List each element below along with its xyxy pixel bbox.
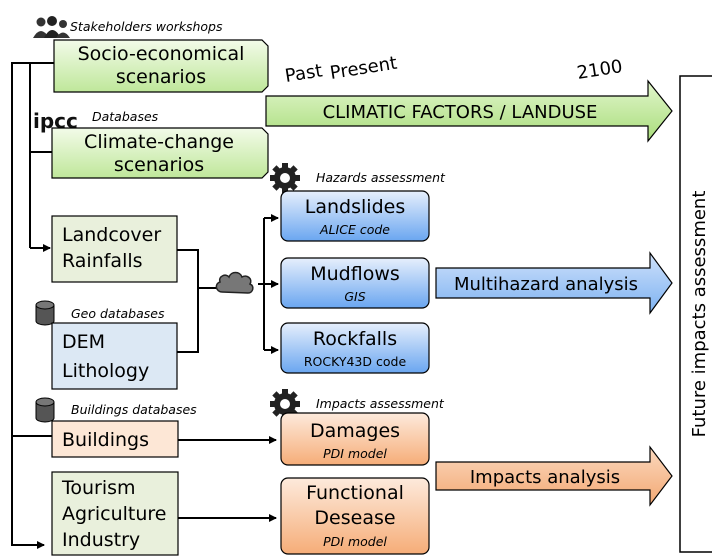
future-impacts-box: Future impacts assessment	[679, 75, 712, 553]
functional-box: Functional Desease PDI model	[280, 477, 430, 555]
damages-title: Damages	[310, 420, 400, 442]
database-icon	[35, 300, 55, 326]
damages-box: Damages PDI model	[280, 412, 430, 466]
buildings-box: Buildings	[51, 420, 179, 458]
multihazard-label: Multihazard analysis	[454, 274, 638, 295]
future-impacts-label: Future impacts assessment	[689, 191, 710, 438]
timeline-past: Past	[283, 60, 323, 87]
climate-line-2: scenarios	[114, 154, 204, 176]
caption-stakeholders: Stakeholders workshops	[70, 19, 223, 34]
mudflows-sub: GIS	[344, 289, 365, 304]
landslides-title: Landslides	[305, 196, 405, 218]
database-icon	[35, 397, 55, 423]
rockfalls-sub: ROCKY43D code	[304, 354, 407, 369]
landcover-box: Landcover Rainfalls	[51, 215, 178, 283]
tourism-line-3: Industry	[62, 529, 140, 551]
climatic-factors-arrow: CLIMATIC FACTORS / LANDUSE	[265, 79, 673, 143]
tourism-line-2: Agriculture	[62, 503, 167, 525]
caption-databases: Databases	[92, 109, 159, 124]
tourism-line-1: Tourism	[61, 477, 136, 499]
tourism-box: Tourism Agriculture Industry	[51, 471, 179, 556]
landcover-line-2: Rainfalls	[62, 250, 143, 272]
functional-sub: PDI model	[323, 534, 387, 549]
caption-hazards: Hazards assessment	[316, 170, 446, 185]
climate-line-1: Climate-change	[84, 131, 234, 153]
timeline-year: 2100	[575, 56, 624, 84]
cloud-icon	[215, 271, 254, 294]
caption-buildings-databases: Buildings databases	[71, 402, 197, 417]
multihazard-arrow: Multihazard analysis	[435, 251, 673, 315]
rockfalls-box: Rockfalls ROCKY43D code	[280, 322, 430, 374]
impacts-analysis-label: Impacts analysis	[470, 467, 620, 488]
landcover-line-1: Landcover	[62, 224, 161, 246]
timeline-present: Present	[328, 53, 398, 84]
dem-box: DEM Lithology	[51, 322, 178, 390]
dem-line-2: Lithology	[62, 360, 149, 382]
caption-impacts: Impacts assessment	[316, 396, 445, 411]
landslides-sub: ALICE code	[319, 222, 390, 237]
dem-line-1: DEM	[62, 331, 105, 353]
mudflows-box: Mudflows GIS	[280, 257, 430, 309]
landslides-box: Landslides ALICE code	[280, 190, 430, 242]
impacts-analysis-arrow: Impacts analysis	[435, 445, 673, 507]
climate-change-box: Climate-change scenarios	[51, 127, 269, 179]
functional-line-1: Functional	[306, 482, 404, 504]
socio-line-1: Socio-economical	[78, 43, 245, 65]
socio-line-2: scenarios	[116, 66, 206, 88]
people-icon	[33, 16, 70, 38]
climatic-factors-label: CLIMATIC FACTORS / LANDUSE	[323, 102, 598, 123]
connector-lines	[11, 62, 279, 549]
mudflows-title: Mudflows	[310, 263, 400, 285]
damages-sub: PDI model	[323, 446, 387, 461]
caption-geo-databases: Geo databases	[71, 306, 165, 321]
buildings-label: Buildings	[62, 429, 149, 451]
gear-icon	[270, 163, 300, 193]
functional-line-2: Desease	[314, 507, 395, 529]
socio-economical-box: Socio-economical scenarios	[53, 39, 269, 93]
rockfalls-title: Rockfalls	[313, 328, 397, 350]
